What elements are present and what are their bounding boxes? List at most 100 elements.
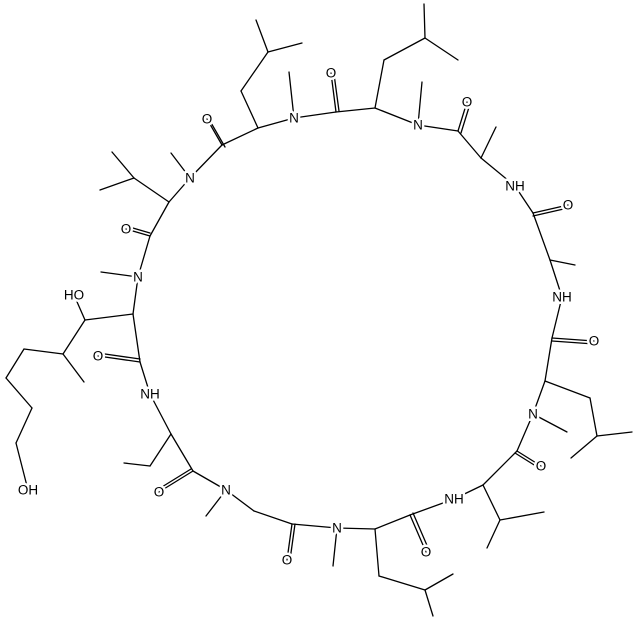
bond <box>221 127 259 146</box>
bond <box>551 296 563 339</box>
atom-label-o-left3: O <box>121 222 132 237</box>
bond <box>137 235 151 278</box>
bond <box>170 433 194 472</box>
atom-label-halo: O <box>121 222 132 237</box>
bond <box>15 407 33 444</box>
bond <box>62 353 85 383</box>
bond <box>253 510 293 525</box>
atom-label-halo: O <box>421 545 432 560</box>
atom-label-o-right1: O <box>462 95 473 110</box>
atom-label-halo: NH <box>505 179 525 194</box>
bond <box>424 37 459 61</box>
atom-label-nh-right2: NH <box>552 290 572 305</box>
atom-label-halo: O <box>589 334 600 349</box>
bond <box>286 523 293 561</box>
atom-label-o-right4: O <box>536 459 547 474</box>
atom-label-halo: N <box>185 171 195 186</box>
bond <box>158 470 194 493</box>
bond <box>409 498 455 516</box>
atom-label-halo: O <box>563 198 574 213</box>
bond <box>453 484 484 500</box>
atom-label-oh-terminal: OH <box>18 483 38 498</box>
double-bond-line <box>460 103 471 134</box>
bond <box>417 124 459 132</box>
bond <box>149 393 172 435</box>
bond <box>596 431 633 437</box>
atom-label-halo: O <box>202 112 213 127</box>
atom-label-halo: O <box>462 95 473 110</box>
atom-label-halo: NH <box>140 387 160 402</box>
bond <box>374 107 419 126</box>
bond <box>291 523 338 529</box>
bond <box>5 377 33 409</box>
atom-label-halo: O <box>93 349 104 364</box>
bond <box>332 527 338 567</box>
bond <box>139 361 151 395</box>
bond <box>480 126 497 159</box>
double-bond-line <box>156 468 192 491</box>
double-bond-line <box>209 120 226 148</box>
bond <box>240 90 259 129</box>
bond <box>544 380 591 399</box>
atom-label-n-methyl-left: N <box>133 270 143 285</box>
atom-labels: OO OO OO OO OO OO OO OO OO OO OO NN NN N… <box>15 63 601 570</box>
atom-label-halo: N <box>289 111 299 126</box>
bond <box>424 589 434 617</box>
atom-label-halo: N <box>221 483 231 498</box>
bond <box>514 185 534 214</box>
double-bond-line <box>333 73 340 112</box>
bond <box>5 348 25 379</box>
atom-label-o-bottom2: O <box>282 553 293 568</box>
bond <box>378 575 426 591</box>
atom-label-n-methyl-top1: N <box>289 111 299 126</box>
bond <box>125 228 151 237</box>
atom-label-o-left1: O <box>154 485 165 500</box>
bond <box>570 435 598 459</box>
bond <box>374 528 380 577</box>
bond <box>111 151 135 179</box>
atom-label-halo: O <box>154 485 165 500</box>
bond <box>205 489 227 517</box>
bond <box>23 348 64 355</box>
bond <box>123 462 151 467</box>
atom-label-halo: O <box>282 553 293 568</box>
atom-label-o-left4: O <box>202 112 213 127</box>
bond-lines <box>5 3 633 617</box>
bond <box>549 259 563 298</box>
bond <box>335 107 376 113</box>
bond <box>206 118 223 146</box>
atom-label-halo: NH <box>444 492 464 507</box>
atom-label-o-bottom1: O <box>421 545 432 560</box>
bond <box>15 442 29 491</box>
atom-label-ho-upper: HO <box>64 288 84 303</box>
bond <box>288 71 295 119</box>
bond <box>255 19 269 53</box>
double-bond-line <box>97 352 141 360</box>
bond <box>100 271 139 278</box>
bond <box>73 294 86 321</box>
double-bond-line <box>412 512 430 551</box>
bond <box>132 313 141 363</box>
double-bond-line <box>289 523 296 561</box>
bond <box>424 573 454 591</box>
bond <box>84 313 134 321</box>
atom-label-nh-right1: NH <box>505 179 525 194</box>
bond <box>482 484 501 521</box>
atom-label-halo: OH <box>18 483 38 498</box>
bond <box>409 514 427 553</box>
bond <box>544 337 553 382</box>
atom-label-halo: O <box>536 459 547 474</box>
atom-label-halo: N <box>332 521 342 536</box>
bond <box>383 37 426 61</box>
bond <box>336 527 376 530</box>
bond <box>486 519 501 549</box>
bond <box>97 355 141 363</box>
atom-label-nh-bottom: NH <box>444 492 464 507</box>
bond <box>551 337 595 342</box>
bond <box>257 117 295 129</box>
bond <box>62 319 86 355</box>
atom-label-n-methyl-top3: N <box>185 171 195 186</box>
atom-label-nh-left: NH <box>140 387 160 402</box>
atom-label-halo: NH <box>552 290 572 305</box>
bond <box>189 144 223 179</box>
